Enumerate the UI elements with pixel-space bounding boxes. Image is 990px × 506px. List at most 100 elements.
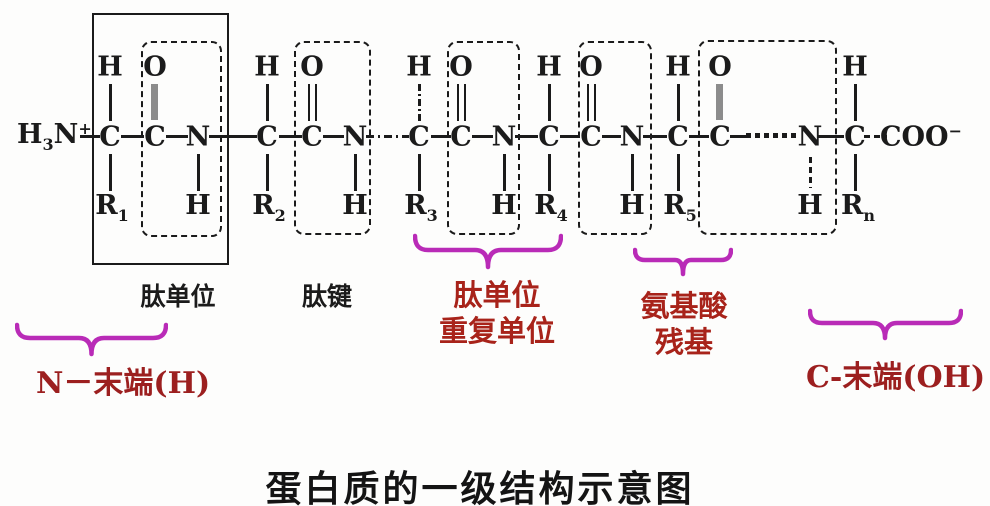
peptide-bond-label: 肽键 — [301, 282, 353, 311]
bond-line — [631, 154, 634, 191]
bond-line — [121, 135, 144, 138]
atom-H: H — [665, 51, 691, 83]
peptide-bond-dashed-box-3 — [447, 41, 520, 235]
r-group-label: R3 — [404, 190, 438, 225]
chain-continuation-dots — [746, 133, 799, 138]
bond-line-dashdot — [418, 84, 421, 121]
carboxyl-terminal-group: COO− — [880, 121, 962, 153]
bond-line — [503, 154, 506, 191]
atom-O: O — [579, 51, 603, 83]
bond-line — [197, 154, 200, 191]
peptide-unit-solid-box — [92, 13, 229, 265]
repeat-unit-label-line1: 肽单位 — [453, 278, 541, 312]
double-bond — [716, 84, 723, 120]
amino-terminal-group: H3N+ — [17, 119, 92, 154]
bond-line-dashdot — [366, 135, 409, 138]
atom-C: C — [844, 121, 866, 153]
bond-line-dashed — [809, 157, 812, 188]
atom-H: H — [842, 51, 868, 83]
double-bond — [587, 84, 596, 121]
atom-C: C — [256, 121, 278, 153]
bond-line — [109, 154, 112, 191]
bond-line — [548, 154, 551, 191]
atom-H: H — [185, 190, 211, 221]
bond-line — [80, 135, 100, 138]
atom-H: H — [797, 190, 823, 221]
peptide-bond-dashed-box-4 — [578, 41, 652, 235]
double-bond — [457, 84, 466, 121]
atom-H: H — [619, 190, 645, 221]
atom-N: N — [342, 121, 368, 153]
r-group-label: Rn — [840, 190, 876, 225]
bond-line — [279, 135, 302, 138]
bond-line-dashed — [864, 135, 887, 138]
bond-line — [854, 84, 857, 121]
atom-C: C — [408, 121, 430, 153]
atom-H: H — [536, 51, 562, 83]
atom-C: C — [99, 121, 121, 153]
atom-C: C — [450, 121, 472, 153]
bond-line — [266, 154, 269, 191]
bond-line — [548, 84, 551, 121]
atom-O: O — [143, 51, 167, 83]
atom-N: N — [185, 121, 211, 153]
n-terminus-underbrace — [15, 322, 168, 357]
atom-N: N — [619, 121, 645, 153]
bond-line — [209, 135, 257, 138]
r-group-label: R2 — [252, 190, 286, 225]
atom-H: H — [342, 190, 368, 221]
bond-line — [431, 135, 451, 138]
residue-label-line2: 残基 — [654, 325, 714, 360]
bond-line — [166, 135, 188, 138]
r-group-label: R4 — [534, 190, 568, 225]
bond-line — [560, 135, 580, 138]
c-terminus-underbrace — [808, 308, 963, 341]
repeat-unit-underbrace — [413, 233, 563, 270]
atom-O: O — [708, 51, 732, 83]
bond-line — [677, 154, 680, 191]
atom-C: C — [144, 121, 166, 153]
bond-line — [472, 135, 493, 138]
bond-line — [109, 84, 112, 121]
residue-label: 氨基酸 残基 — [640, 288, 727, 361]
atom-C: C — [667, 121, 689, 153]
n-terminus-label: N－末端(H) — [36, 366, 211, 401]
atom-C: C — [709, 121, 731, 153]
bond-line — [643, 135, 667, 138]
peptide-bond-dashed-box-1 — [141, 41, 222, 237]
atom-O: O — [300, 51, 324, 83]
atom-H: H — [406, 51, 432, 83]
diagram-title: 蛋白质的一级结构示意图 — [265, 468, 695, 506]
repeat-unit-label-line2: 重复单位 — [438, 314, 556, 349]
double-bond — [308, 84, 317, 121]
atom-H: H — [254, 51, 280, 83]
bond-line — [323, 135, 344, 138]
peptide-unit-label: 肽单位 — [140, 282, 216, 311]
bond-line — [515, 135, 538, 138]
bond-line — [602, 135, 621, 138]
r-group-label: R5 — [663, 190, 697, 225]
atom-H: H — [491, 190, 517, 221]
bond-line — [677, 84, 680, 121]
bond-line — [854, 154, 857, 191]
bond-line — [266, 84, 269, 121]
bond-line — [818, 135, 844, 138]
bond-line — [730, 135, 746, 138]
double-bond — [151, 84, 158, 120]
atom-H: H — [97, 51, 123, 83]
peptide-unit-dashed-box-5 — [698, 40, 837, 235]
residue-underbrace — [633, 247, 733, 277]
bond-line — [418, 154, 421, 191]
atom-N: N — [797, 121, 823, 153]
atom-O: O — [449, 51, 473, 83]
bond-line — [689, 135, 709, 138]
atom-C: C — [538, 121, 560, 153]
atom-C: C — [580, 121, 602, 153]
r-group-label: R1 — [95, 190, 129, 225]
atom-N: N — [491, 121, 517, 153]
atom-C: C — [301, 121, 323, 153]
residue-label-line1: 氨基酸 — [640, 289, 728, 323]
bond-line — [354, 154, 357, 191]
c-terminus-label: C-末端(OH) — [806, 360, 986, 395]
